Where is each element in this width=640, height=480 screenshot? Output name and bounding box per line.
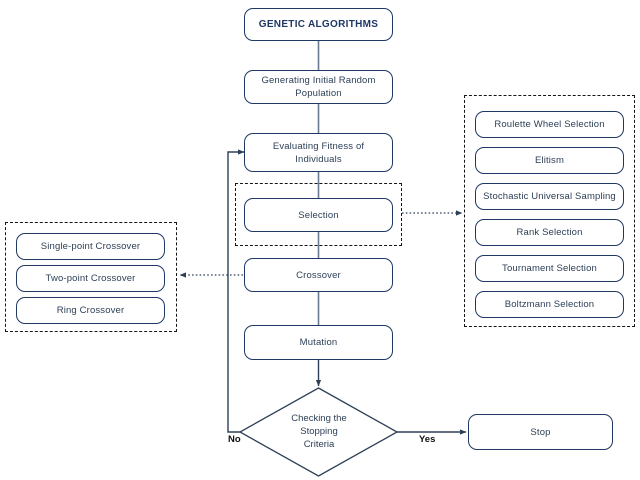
crossover-methods-panel: [5, 222, 177, 332]
selection-method-label: Elitism: [534, 155, 565, 166]
selection-method-label: Roulette Wheel Selection: [494, 119, 605, 130]
selection-method-item[interactable]: Stochastic Universal Sampling: [475, 183, 624, 210]
edge-label-yes: Yes: [419, 434, 436, 445]
crossover-method-item[interactable]: Ring Crossover: [16, 297, 165, 324]
connector-decision-no-feedback: [227, 149, 245, 433]
selection-method-label: Rank Selection: [516, 227, 583, 238]
crossover-method-item[interactable]: Single-point Crossover: [16, 233, 165, 260]
node-label: Mutation: [299, 337, 338, 348]
decision-label: Checking the Stopping Criteria: [291, 413, 347, 450]
crossover-method-label: Ring Crossover: [56, 305, 125, 316]
node-label: Evaluating Fitness of Individuals: [272, 140, 365, 165]
node-selection[interactable]: Selection: [244, 198, 393, 232]
node-genetic-algorithms[interactable]: GENETIC ALGORITHMS: [244, 8, 393, 41]
selection-method-item[interactable]: Roulette Wheel Selection: [475, 111, 624, 138]
selection-method-item[interactable]: Tournament Selection: [475, 255, 624, 282]
selection-methods-panel: [464, 95, 635, 327]
node-evaluating-fitness[interactable]: Evaluating Fitness of Individuals: [244, 133, 393, 172]
selection-method-item[interactable]: Rank Selection: [475, 219, 624, 246]
selection-method-item[interactable]: Elitism: [475, 147, 624, 174]
selection-method-item[interactable]: Boltzmann Selection: [475, 291, 624, 318]
node-generating-initial-population[interactable]: Generating Initial Random Population: [244, 70, 393, 104]
selection-method-label: Boltzmann Selection: [504, 299, 595, 310]
crossover-method-item[interactable]: Two-point Crossover: [16, 265, 165, 292]
selection-method-label: Stochastic Universal Sampling: [483, 191, 616, 202]
node-mutation[interactable]: Mutation: [244, 325, 393, 360]
node-label: Crossover: [296, 269, 341, 281]
crossover-method-label: Two-point Crossover: [45, 273, 136, 284]
node-crossover[interactable]: Crossover: [244, 258, 393, 292]
node-label: GENETIC ALGORITHMS: [258, 19, 379, 30]
selection-group-dashed-box: [235, 183, 402, 246]
node-label: Selection: [298, 209, 339, 221]
decision-diamond: [238, 387, 399, 477]
selection-method-label: Tournament Selection: [502, 263, 597, 274]
node-stop[interactable]: Stop: [468, 414, 613, 450]
crossover-method-label: Single-point Crossover: [40, 241, 141, 252]
edge-label-no: No: [228, 434, 241, 445]
node-label: Generating Initial Random Population: [261, 75, 376, 99]
node-label: Stop: [530, 426, 551, 438]
